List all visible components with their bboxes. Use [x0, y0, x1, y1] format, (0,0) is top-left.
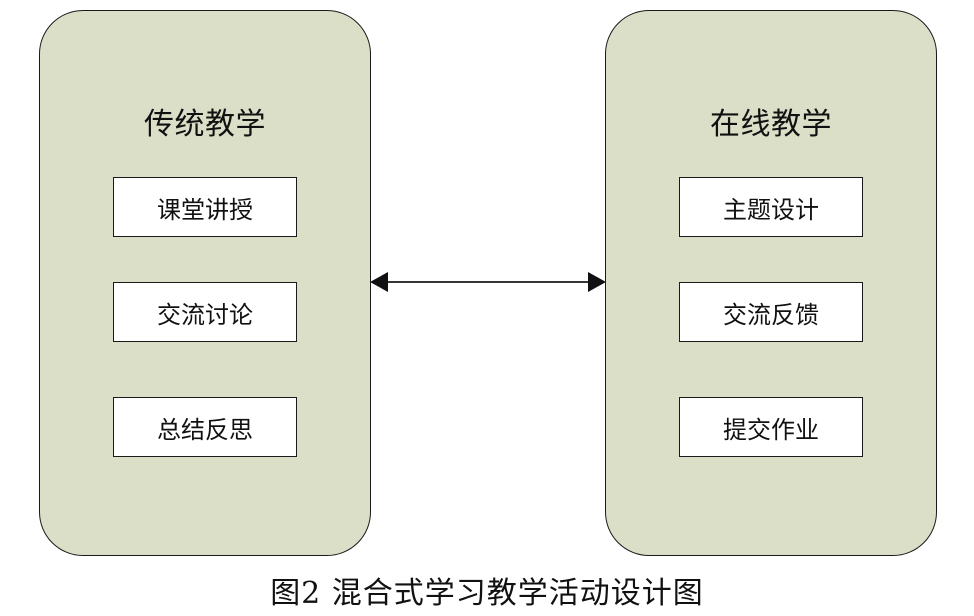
- traditional-teaching-panel: 传统教学 课堂讲授 交流讨论 总结反思: [39, 10, 371, 556]
- arrow-head-right: [588, 272, 606, 292]
- reflection-box: 总结反思: [113, 397, 297, 457]
- online-teaching-panel: 在线教学 主题设计 交流反馈 提交作业: [605, 10, 937, 556]
- arrow-head-left: [370, 272, 388, 292]
- discussion-box: 交流讨论: [113, 282, 297, 342]
- figure-caption: 图2 混合式学习教学活动设计图: [270, 576, 704, 611]
- traditional-teaching-title: 传统教学: [144, 107, 266, 142]
- feedback-box: 交流反馈: [679, 282, 863, 342]
- lecture-box: 课堂讲授: [113, 177, 297, 237]
- online-teaching-title: 在线教学: [710, 107, 832, 142]
- submit-homework-box: 提交作业: [679, 397, 863, 457]
- topic-design-box: 主题设计: [679, 177, 863, 237]
- bidirectional-arrow: [370, 272, 606, 292]
